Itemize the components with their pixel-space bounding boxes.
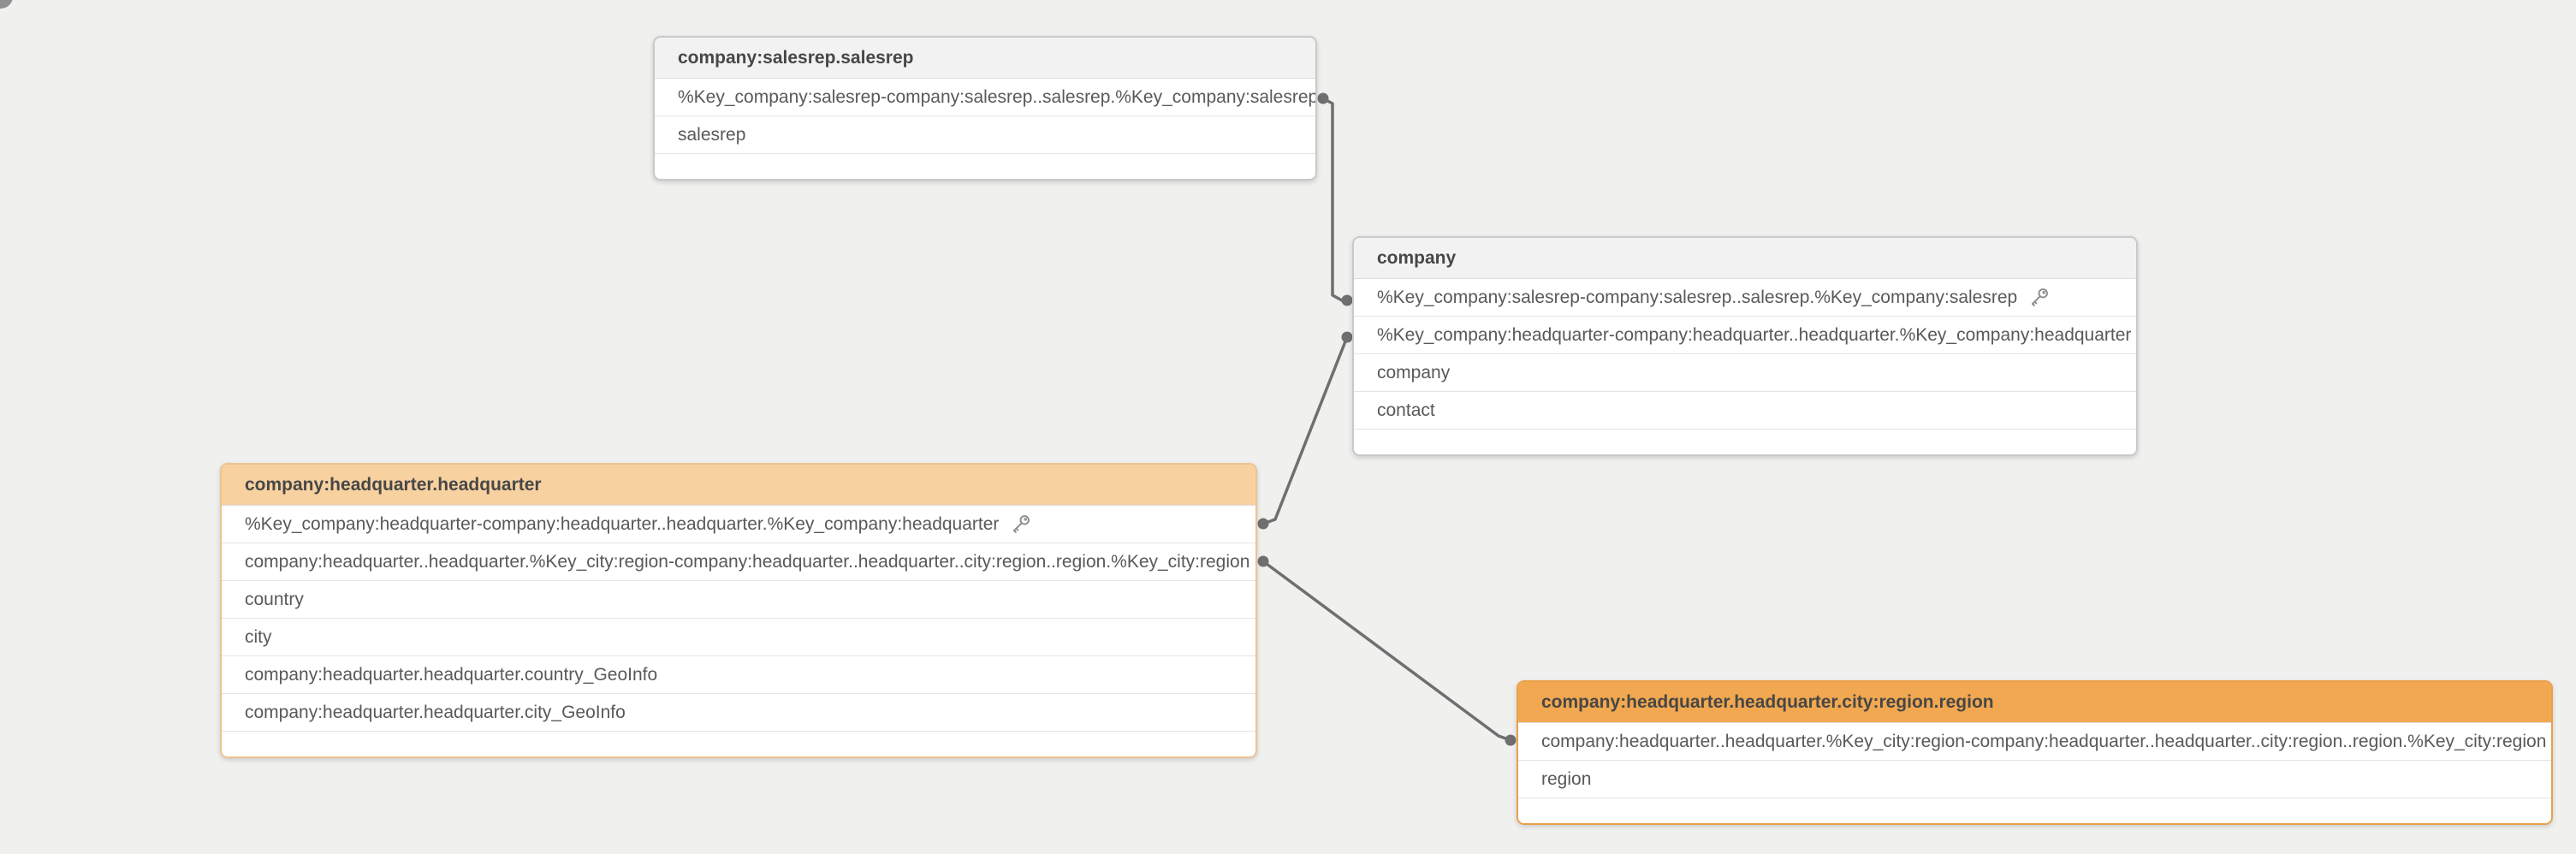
table-empty-row [222,732,1255,756]
key-field-row[interactable]: %Key_company:headquarter-company:headqua… [1354,317,2136,354]
connection-dot [1317,92,1329,104]
field-label: region [1541,769,1592,789]
field-row[interactable]: company:headquarter.headquarter.city_Geo… [222,694,1255,732]
table-card-company-headquarter[interactable]: company:headquarter.headquarter %Key_com… [220,463,1257,758]
key-field-row[interactable]: company:headquarter..headquarter.%Key_ci… [222,543,1255,581]
field-label: company:headquarter.headquarter.city_Geo… [245,703,626,722]
table-card-company-salesrep-salesrep[interactable]: company:salesrep.salesrep %Key_company:s… [653,36,1317,181]
key-field-row[interactable]: %Key_company:salesrep-company:salesrep..… [655,79,1315,116]
field-row[interactable]: company:headquarter.headquarter.country_… [222,656,1255,694]
field-label: city [245,627,272,647]
field-label: %Key_company:headquarter-company:headqua… [1377,325,2132,345]
key-field-row[interactable]: %Key_company:salesrep-company:salesrep..… [1354,279,2136,317]
table-empty-row [1354,430,2136,454]
field-label: salesrep [678,125,746,145]
field-row[interactable]: contact [1354,392,2136,430]
table-field-list: %Key_company:headquarter-company:headqua… [222,506,1255,732]
table-header[interactable]: company:salesrep.salesrep [655,38,1315,79]
table-empty-row [1518,798,2551,823]
table-header[interactable]: company [1354,238,2136,279]
field-label: company:headquarter.headquarter.country_… [245,665,658,685]
field-row[interactable]: company [1354,354,2136,392]
field-label: %Key_company:headquarter-company:headqua… [245,514,1000,534]
field-label: %Key_company:salesrep-company:salesrep..… [1377,288,2018,307]
connection-dot [1341,294,1353,306]
connection-dot [1505,734,1517,746]
key-field-row[interactable]: company:headquarter..headquarter.%Key_ci… [1518,723,2551,761]
field-label: country [245,590,304,609]
table-header[interactable]: company:headquarter.headquarter.city:reg… [1518,682,2551,723]
key-icon [2032,288,2049,306]
table-card-city-region-region[interactable]: company:headquarter.headquarter.city:reg… [1517,680,2553,825]
connection-line [1261,335,1349,525]
key-icon [1013,515,1030,533]
field-row[interactable]: city [222,619,1255,656]
corner-circle-fragment [0,0,13,9]
table-field-list: company:headquarter..headquarter.%Key_ci… [1518,723,2551,798]
field-label: company [1377,363,1451,383]
table-field-list: %Key_company:salesrep-company:salesrep..… [1354,279,2136,430]
field-row[interactable]: region [1518,761,2551,798]
field-row[interactable]: salesrep [655,116,1315,154]
connection-line [1261,560,1512,742]
field-label: contact [1377,400,1435,420]
field-label: company:headquarter..headquarter.%Key_ci… [245,552,1250,572]
connection-dot [1341,331,1353,343]
field-label: company:headquarter..headquarter.%Key_ci… [1541,732,2547,751]
table-empty-row [655,154,1315,179]
connection-line [1321,97,1344,302]
connection-dot [1257,518,1269,530]
table-card-company[interactable]: company %Key_company:salesrep-company:sa… [1352,236,2138,456]
connection-dot [1257,555,1269,567]
table-field-list: %Key_company:salesrep-company:salesrep..… [655,79,1315,154]
field-label: %Key_company:salesrep-company:salesrep..… [678,87,1315,107]
table-header[interactable]: company:headquarter.headquarter [222,465,1255,506]
field-row[interactable]: country [222,581,1255,619]
key-field-row[interactable]: %Key_company:headquarter-company:headqua… [222,506,1255,543]
